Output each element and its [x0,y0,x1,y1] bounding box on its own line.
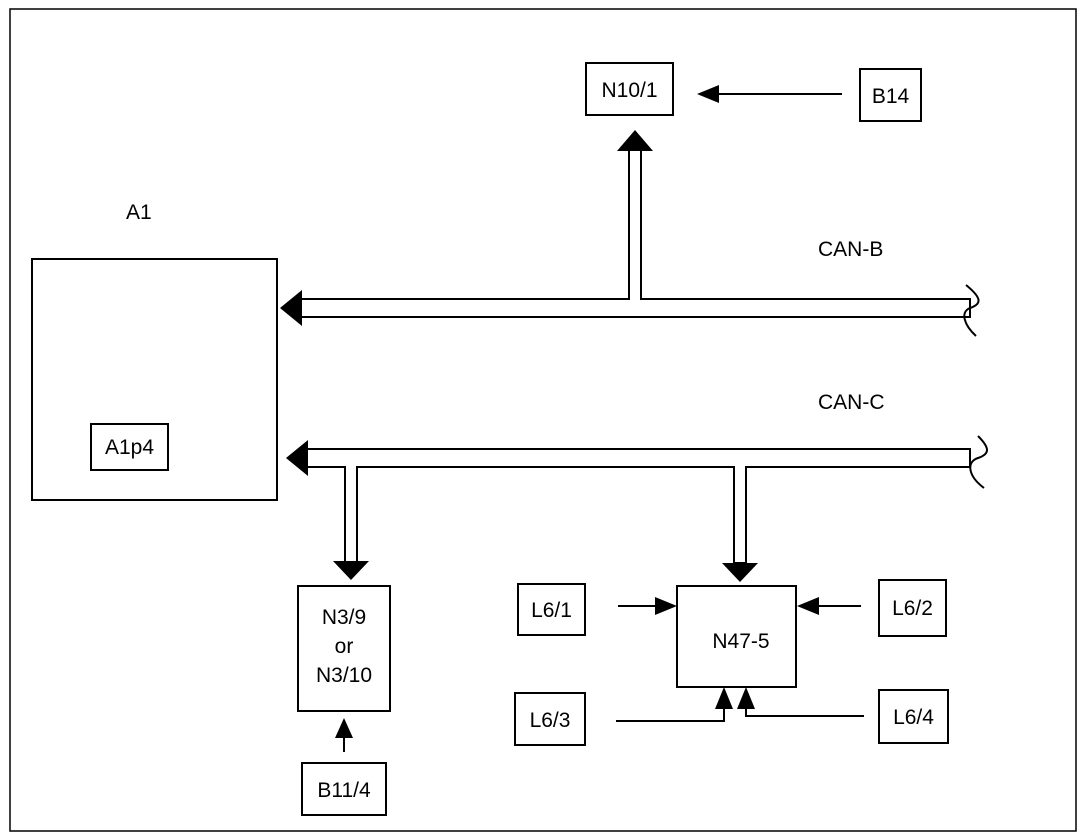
can-c-arrowhead-a1 [286,440,308,476]
l6-4-to-n47-5-line [745,708,864,717]
b14-to-n10-1-arrowhead [697,85,719,103]
l6-2-label: L6/2 [892,597,933,620]
outer-border [9,8,1077,832]
l6-3-box [514,692,586,746]
can-c-arrowhead-n3 [333,561,369,580]
can-b-label: CAN-B [818,238,883,261]
n10-1-label: N10/1 [601,79,657,102]
b11-4-box [301,762,387,816]
can-b-break-icon [963,284,980,337]
l6-1-label: L6/1 [531,599,572,622]
can-c-arrowhead-n47-5 [722,563,758,582]
n3-label-line1: N3/9 [322,606,366,629]
b14-label: B14 [872,85,910,108]
can-c-label: CAN-C [818,391,885,414]
b11-4-to-n3-arrowhead [335,718,353,738]
can-c-bus [306,448,971,564]
l6-4-label: L6/4 [893,706,934,729]
l6-2-to-n47-5-arrowhead [797,597,819,615]
l6-3-label: L6/3 [530,709,571,732]
can-b-arrowhead-a1 [280,290,302,326]
l6-3-to-n47-5-line [616,708,725,722]
can-b-bus [300,148,971,318]
l6-2-box [878,579,947,637]
n47-5-box [676,585,797,688]
b11-4-label: B11/4 [317,779,371,802]
l6-1-to-n47-5-arrowhead [655,597,677,615]
l6-4-box [878,689,949,744]
can-b-junction [630,296,640,301]
l6-3-to-n47-5-arrowhead [715,687,733,709]
a1p4-label: A1p4 [105,436,154,459]
can-c-break-icon [969,435,988,489]
n3-box [297,585,391,712]
n3-label-line3: N3/10 [316,664,372,687]
a1-label: A1 [126,201,152,224]
a1p4-box [90,423,169,471]
l6-4-to-n47-5-arrowhead [737,687,755,709]
n47-5-label: N47-5 [712,630,769,653]
l6-1-box [517,583,586,636]
n10-1-box [585,62,674,116]
b14-box [859,68,922,122]
can-b-arrowhead-n10-1 [617,130,653,151]
n3-label-line2: or [335,635,354,658]
